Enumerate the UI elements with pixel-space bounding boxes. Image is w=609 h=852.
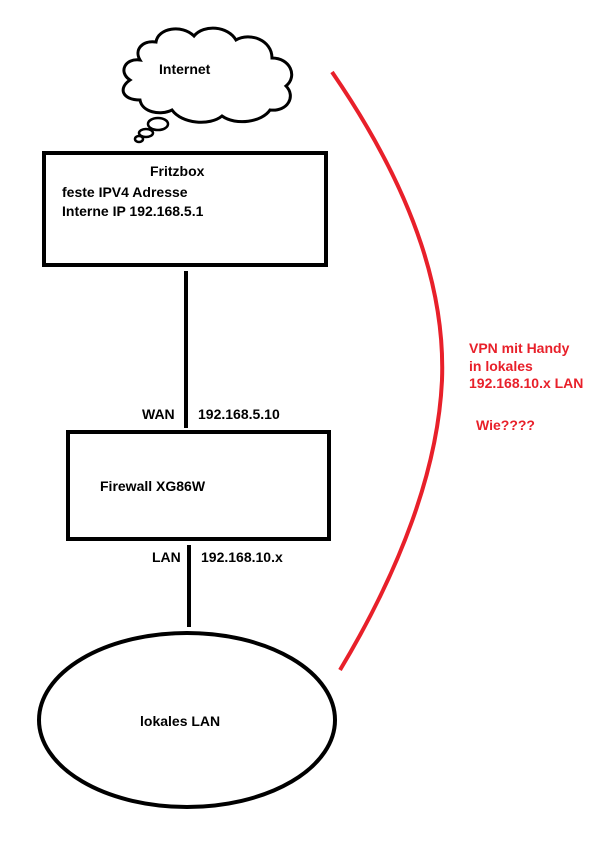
lan-ip-label: 192.168.10.x	[201, 549, 283, 565]
firewall-title: Firewall XG86W	[100, 478, 206, 494]
local-lan-ellipse	[37, 631, 337, 809]
firewall-box	[66, 430, 331, 541]
fritzbox-title: Fritzbox	[150, 163, 205, 179]
vpn-curve	[330, 70, 445, 672]
local-lan-label: lokales LAN	[140, 713, 221, 729]
cloud-bubble-large	[146, 116, 170, 132]
wan-ip-label: 192.168.5.10	[198, 406, 280, 422]
fritzbox-internal-ip-text: Interne IP 192.168.5.1	[62, 203, 204, 219]
internet-cloud	[121, 26, 294, 124]
vpn-note-line-1: VPN mit Handy	[469, 340, 570, 356]
wan-label: WAN	[142, 406, 175, 422]
cloud-bubble-small	[133, 134, 145, 144]
lan-label: LAN	[152, 549, 181, 565]
cloud-bubble-medium	[137, 127, 155, 139]
vpn-note-line-3: 192.168.10.x LAN	[469, 375, 584, 391]
internet-label: Internet	[159, 61, 211, 77]
fritzbox-ipv4-text: feste IPV4 Adresse	[62, 184, 188, 200]
vpn-note-line-2: in lokales	[469, 358, 533, 374]
fritzbox-box	[42, 151, 328, 267]
vpn-question: Wie????	[476, 417, 535, 433]
